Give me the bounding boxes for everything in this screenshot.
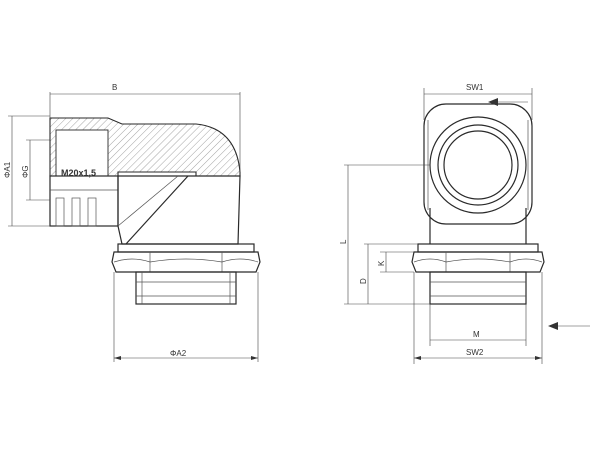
hex-nut — [111, 251, 261, 273]
front-hex-curve — [413, 258, 543, 263]
elbow-outer-body — [423, 103, 533, 225]
dim-l-label: L — [339, 239, 348, 244]
socket-body — [49, 175, 119, 227]
neck-sides — [429, 208, 527, 244]
dim-sw2-label: SW2 — [466, 348, 484, 357]
socket-groove-3 — [87, 197, 97, 227]
front-hex-nut — [411, 251, 545, 273]
dim-b-label: B — [112, 83, 117, 92]
dim-sw2-arrow-l — [414, 356, 421, 360]
dim-d-label: D — [359, 278, 368, 284]
dim-m-label: M — [473, 330, 480, 339]
dim-k-label: K — [377, 260, 386, 266]
dim-a2-label: ΦA2 — [170, 349, 187, 358]
dim-g-label: ΦG — [21, 165, 30, 178]
nut-collar — [117, 243, 255, 253]
hex-curve — [113, 258, 259, 263]
dim-sw1-label: SW1 — [466, 83, 484, 92]
front-view: SW1 L D K M SW2 — [339, 83, 590, 364]
section-arrow-top — [488, 98, 498, 106]
elbow-web-2 — [117, 175, 179, 227]
front-collar — [417, 243, 539, 253]
dim-a2-arrow-l — [114, 356, 121, 360]
socket-groove-2 — [71, 197, 81, 227]
inner-bore — [443, 130, 513, 200]
dim-a2-arrow-r — [251, 356, 258, 360]
side-view: M20x1,5 B ΦA1 ΦG ΦA2 — [3, 83, 261, 362]
middle-ring — [437, 124, 519, 206]
threaded-shank — [135, 271, 237, 305]
dim-sw2-arrow-r — [535, 356, 542, 360]
front-threaded-shank — [429, 271, 527, 305]
hex-flats — [427, 120, 529, 210]
thread-marking: M20x1,5 — [61, 168, 96, 178]
section-arrow-bottom — [548, 322, 558, 330]
dim-a1-label: ΦA1 — [3, 161, 12, 178]
elbow-web-1 — [125, 175, 189, 245]
socket-groove-1 — [55, 197, 65, 227]
bore-cutout — [55, 129, 109, 177]
